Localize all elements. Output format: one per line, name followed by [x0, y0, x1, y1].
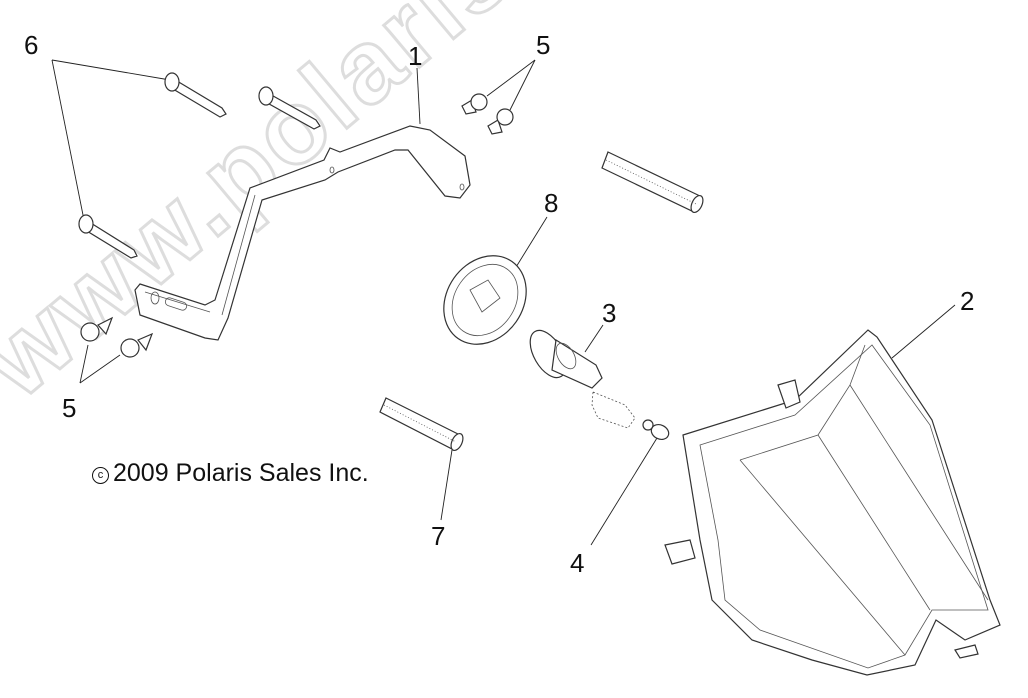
- headlight-housing: [664, 329, 1001, 676]
- screw: [120, 332, 154, 358]
- parking-light-bulb: [642, 419, 670, 440]
- callout-5-upper: 5: [536, 30, 551, 60]
- headlight-bulb: [529, 329, 603, 389]
- adjuster-spring: [601, 151, 704, 214]
- copyright-icon: c: [92, 467, 109, 484]
- copyright-text: 2009 Polaris Sales Inc.: [113, 459, 369, 487]
- callout-6: 7: [431, 521, 446, 551]
- mounting-bolt: [258, 86, 321, 130]
- callout-3: 3: [602, 298, 617, 328]
- headlight-bracket: [134, 125, 471, 341]
- callout-2: 2: [960, 286, 975, 316]
- callout-5-lower: 5: [62, 393, 77, 423]
- screw: [461, 93, 488, 115]
- mounting-bolt: [78, 214, 138, 259]
- callout-4: 4: [570, 548, 585, 578]
- callout-7: 6: [24, 30, 39, 60]
- bulb-socket: [591, 391, 636, 429]
- callout-8: 8: [544, 188, 559, 218]
- callout-1: 1: [408, 41, 423, 71]
- mounting-bolt: [164, 72, 227, 118]
- leader-lines: [51, 59, 956, 546]
- screw: [487, 108, 514, 135]
- bulb-retainer-ring: [443, 255, 527, 345]
- screw: [80, 316, 114, 342]
- adjuster-spring: [379, 397, 464, 452]
